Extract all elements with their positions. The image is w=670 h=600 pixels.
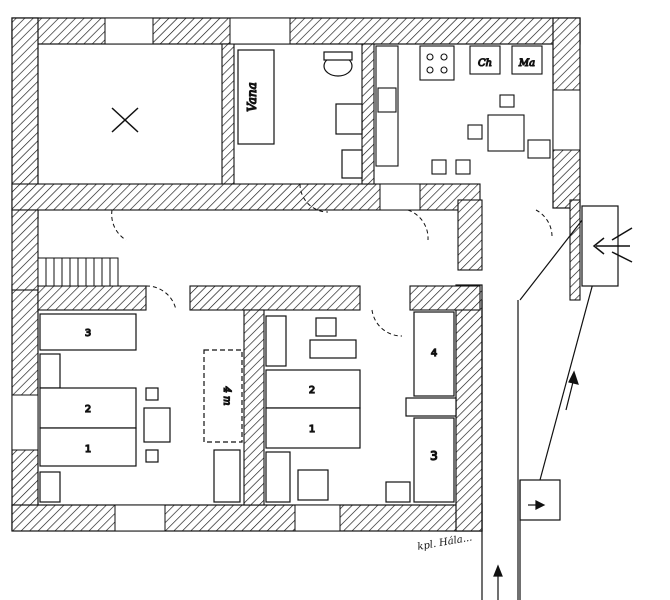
bed-right-top-label: 4 <box>431 348 437 359</box>
bathtub-label: Vana <box>245 82 259 112</box>
x-mark-icon <box>111 107 139 133</box>
wall-corridor-bottom-left <box>37 285 147 311</box>
wall-bedroom-divider <box>243 309 265 506</box>
living-room: 3 2 1 4 m <box>39 313 243 503</box>
window-top-2 <box>229 17 291 45</box>
center-bedroom: 2 1 <box>265 315 411 503</box>
bed-center-bottom-label: 1 <box>309 424 315 435</box>
wall-left-chimney <box>11 209 39 291</box>
interior-walls <box>11 43 581 506</box>
signature: kpl. Hála... <box>417 533 473 553</box>
doors <box>111 183 553 337</box>
wall-corridor-bottom-right <box>409 285 481 311</box>
wall-right-lower <box>455 284 483 532</box>
bathroom: Vana <box>237 49 363 179</box>
window-left <box>11 394 39 451</box>
bed-right-top <box>413 311 455 397</box>
bed-living-top <box>39 313 137 351</box>
stove <box>419 45 455 81</box>
bed-living-double-label: 2 <box>85 404 91 415</box>
window-top-1 <box>104 17 154 45</box>
wall-entry-right <box>569 199 581 301</box>
bed-right-bottom-label: 3 <box>430 449 438 463</box>
bed-center-top <box>265 369 361 409</box>
right-bedroom: 4 3 <box>405 311 457 503</box>
wall-top <box>11 17 581 45</box>
bed-dashed-label: 4 m <box>221 385 232 405</box>
wall-bottom <box>11 504 483 532</box>
north-arrow-icon <box>592 227 633 263</box>
stairs <box>37 257 119 287</box>
bed-living-double-lower <box>39 427 137 467</box>
bed-dashed <box>203 349 243 443</box>
window-bottom-2 <box>294 504 341 532</box>
kitchen-table <box>487 114 525 152</box>
wall-corridor-bottom-mid <box>189 285 361 311</box>
sink <box>377 87 397 113</box>
bed-living-double <box>39 387 137 429</box>
window-bottom-1 <box>114 504 166 532</box>
windows <box>11 17 581 532</box>
bed-center-bottom <box>265 407 361 449</box>
kitchen-unit-1-label: Ch <box>478 58 492 69</box>
washbasin <box>335 103 363 135</box>
wall-bath-kitchen <box>361 43 375 185</box>
table-living <box>143 407 171 443</box>
kitchen-unit-2-label: Ma <box>518 58 535 69</box>
bed-living-top-label: 3 <box>85 328 91 339</box>
arrow-icon <box>493 370 579 600</box>
exterior-path <box>481 205 619 600</box>
window-corridor-top <box>379 183 421 211</box>
kitchen: Ch Ma <box>375 45 551 175</box>
bed-right-bottom <box>413 417 455 503</box>
bed-center-top-label: 2 <box>309 385 315 396</box>
window-right <box>552 89 581 151</box>
wall-entry-left <box>457 199 483 271</box>
bed-living-double-lower-label: 1 <box>85 444 91 455</box>
wall-room1-right <box>221 43 235 185</box>
bathtub <box>237 49 275 145</box>
